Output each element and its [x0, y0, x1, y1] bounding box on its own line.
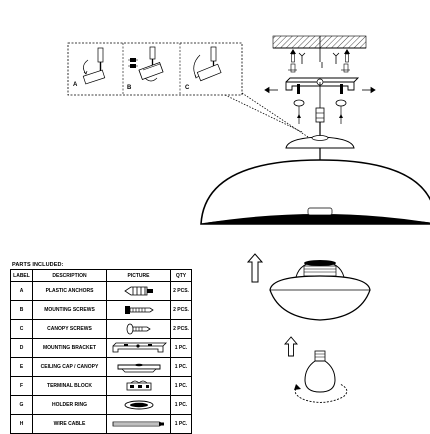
part-picture: [106, 376, 171, 396]
wire-strip-step-icon: [82, 47, 106, 85]
part-qty: 1 PC.: [170, 414, 192, 434]
part-description: TERMINAL BLOCK: [32, 376, 107, 396]
header-description: DESCRIPTION: [32, 269, 107, 282]
part-qty: 2 PCS.: [170, 281, 192, 301]
canopy-screw-icon: [126, 323, 151, 335]
table-row: C CANOPY SCREWS 2 PCS.: [10, 319, 192, 339]
table-row: G HOLDER RING 1 PC.: [10, 395, 192, 415]
part-picture: [106, 338, 171, 358]
part-label: B: [10, 300, 33, 320]
part-qty: 1 PC.: [170, 357, 192, 377]
part-qty: 2 PCS.: [170, 319, 192, 339]
part-description: CANOPY SCREWS: [32, 319, 107, 339]
tighten-step-icon: [193, 46, 222, 82]
header-picture: PICTURE: [106, 269, 171, 282]
light-bulb-icon: [304, 350, 336, 393]
canopy-icon: [117, 363, 160, 373]
part-label: D: [10, 338, 33, 358]
holder-ring-icon: [295, 260, 345, 278]
part-description: HOLDER RING: [32, 395, 107, 415]
plastic-anchor-icon: [123, 286, 153, 296]
parts-title: PARTS INCLUDED:: [12, 262, 64, 268]
part-picture: [106, 300, 171, 320]
part-description: PLASTIC ANCHORS: [32, 281, 107, 301]
table-row: F TERMINAL BLOCK 1 PC.: [10, 376, 192, 396]
part-label: G: [10, 395, 33, 415]
plastic-anchor-icon: [290, 49, 350, 64]
terminal-connect-step-icon: [128, 46, 164, 82]
part-qty: 1 PC.: [170, 395, 192, 415]
header-qty: QTY: [170, 269, 192, 282]
part-description: MOUNTING BRACKET: [32, 338, 107, 358]
terminal-block-icon: [126, 380, 151, 391]
up-arrow-icon: [246, 253, 264, 283]
diffuser-shade-icon: [269, 275, 371, 321]
parts-table-header: LABEL DESCRIPTION PICTURE QTY: [10, 269, 192, 282]
part-label: F: [10, 376, 33, 396]
detail-leader-lines: [224, 92, 309, 138]
header-label: LABEL: [10, 269, 33, 282]
part-picture: [106, 357, 171, 377]
part-label: E: [10, 357, 33, 377]
table-row: H WIRE CABLE 1 PC.: [10, 414, 192, 434]
part-picture: [106, 319, 171, 339]
part-picture: [106, 281, 171, 301]
detail-label-c: C: [185, 85, 190, 91]
side-arrow-icons: [264, 62, 376, 94]
part-label: A: [10, 281, 33, 301]
part-label: C: [10, 319, 33, 339]
holder-ring-icon: [124, 400, 153, 410]
wire-cable-icon: [112, 421, 164, 427]
ceiling-icon: [272, 35, 367, 62]
canopy-screw-icon: [293, 99, 347, 124]
parts-table: LABEL DESCRIPTION PICTURE QTY A PLASTIC …: [10, 269, 192, 434]
part-description: WIRE CABLE: [32, 414, 107, 434]
wiring-detail-box: A B C: [67, 42, 243, 96]
part-picture: [106, 414, 171, 434]
part-qty: 2 PCS.: [170, 300, 192, 320]
part-description: MOUNTING SCREWS: [32, 300, 107, 320]
part-picture: [106, 395, 171, 415]
part-description: CEILING CAP / CANOPY: [32, 357, 107, 377]
mounting-screw-icon: [288, 63, 350, 73]
table-row: E CEILING CAP / CANOPY 1 PC.: [10, 357, 192, 377]
mounting-bracket-icon: [112, 342, 167, 353]
table-row: D MOUNTING BRACKET 1 PC.: [10, 338, 192, 358]
table-row: A PLASTIC ANCHORS 2 PCS.: [10, 281, 192, 301]
rotate-arrow-icon: [294, 383, 348, 403]
mounting-screw-icon: [124, 306, 154, 314]
mounting-bracket-icon: [285, 77, 360, 122]
table-row: B MOUNTING SCREWS 2 PCS.: [10, 300, 192, 320]
part-qty: 1 PC.: [170, 376, 192, 396]
dome-shade-icon: [200, 159, 430, 225]
bulb-up-arrow-icon: [284, 336, 298, 357]
part-label: H: [10, 414, 33, 434]
part-qty: 1 PC.: [170, 338, 192, 358]
detail-label-b: B: [127, 85, 132, 91]
detail-label-a: A: [73, 82, 78, 88]
